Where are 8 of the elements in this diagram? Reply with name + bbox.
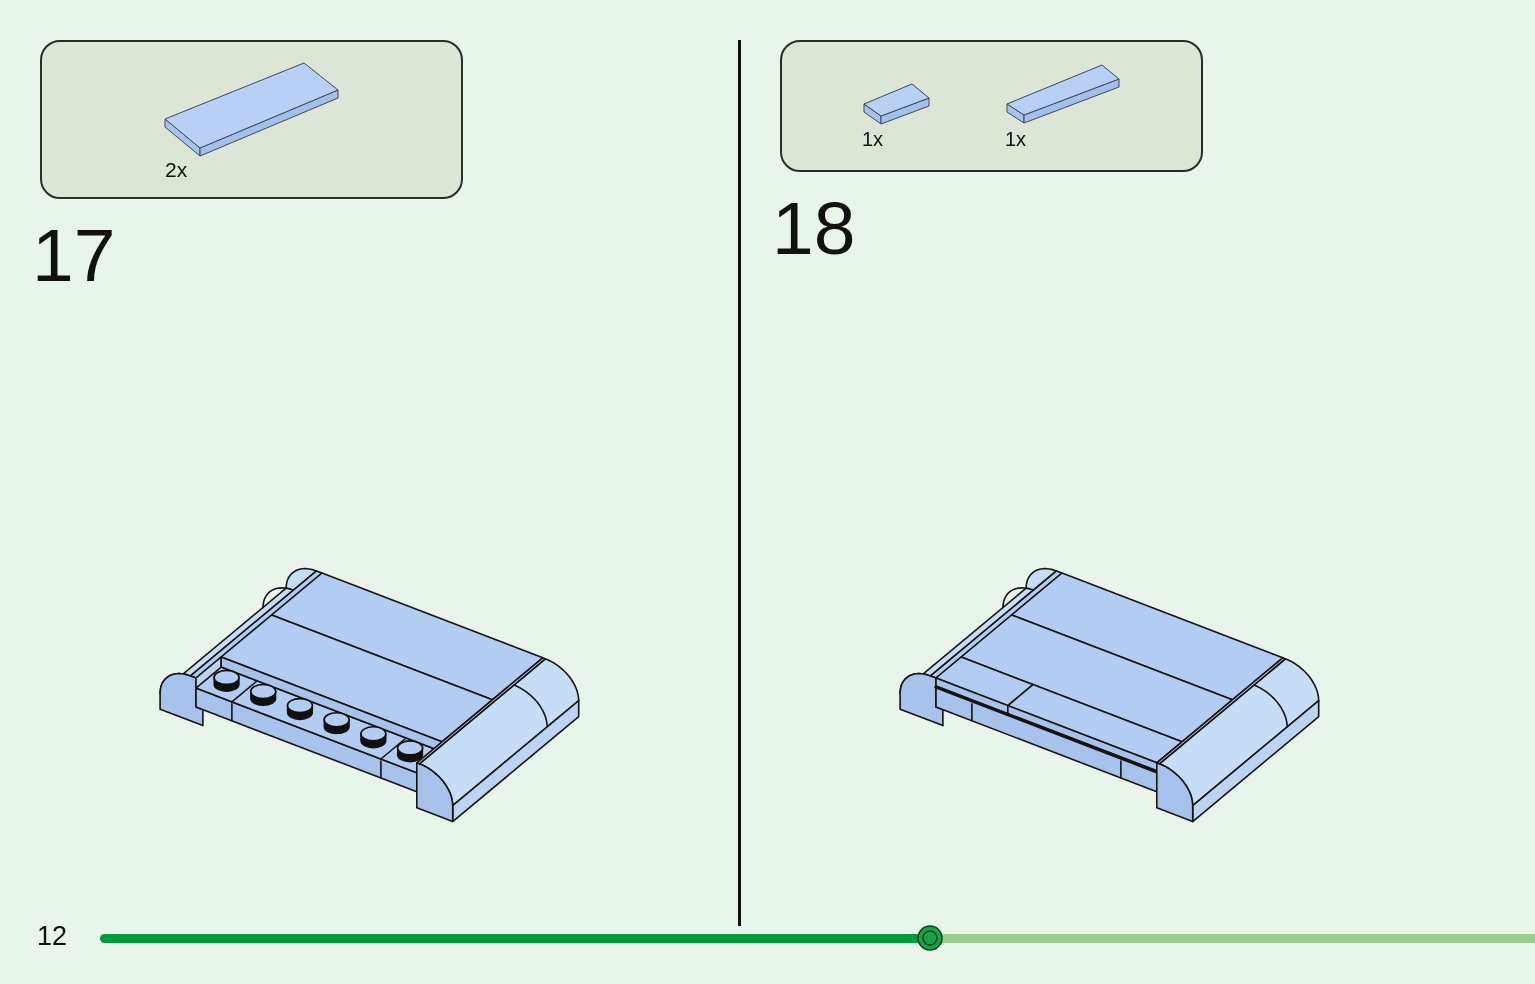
page-number: 12: [37, 923, 68, 950]
parts-callout: [780, 40, 1203, 172]
step-number: 17: [32, 218, 116, 293]
quantity-label: 1x: [1005, 129, 1027, 149]
quantity-label: 2x: [165, 159, 188, 180]
quantity-label: 1x: [862, 129, 884, 149]
parts-callout: [40, 40, 463, 199]
step-number: 18: [772, 191, 856, 266]
